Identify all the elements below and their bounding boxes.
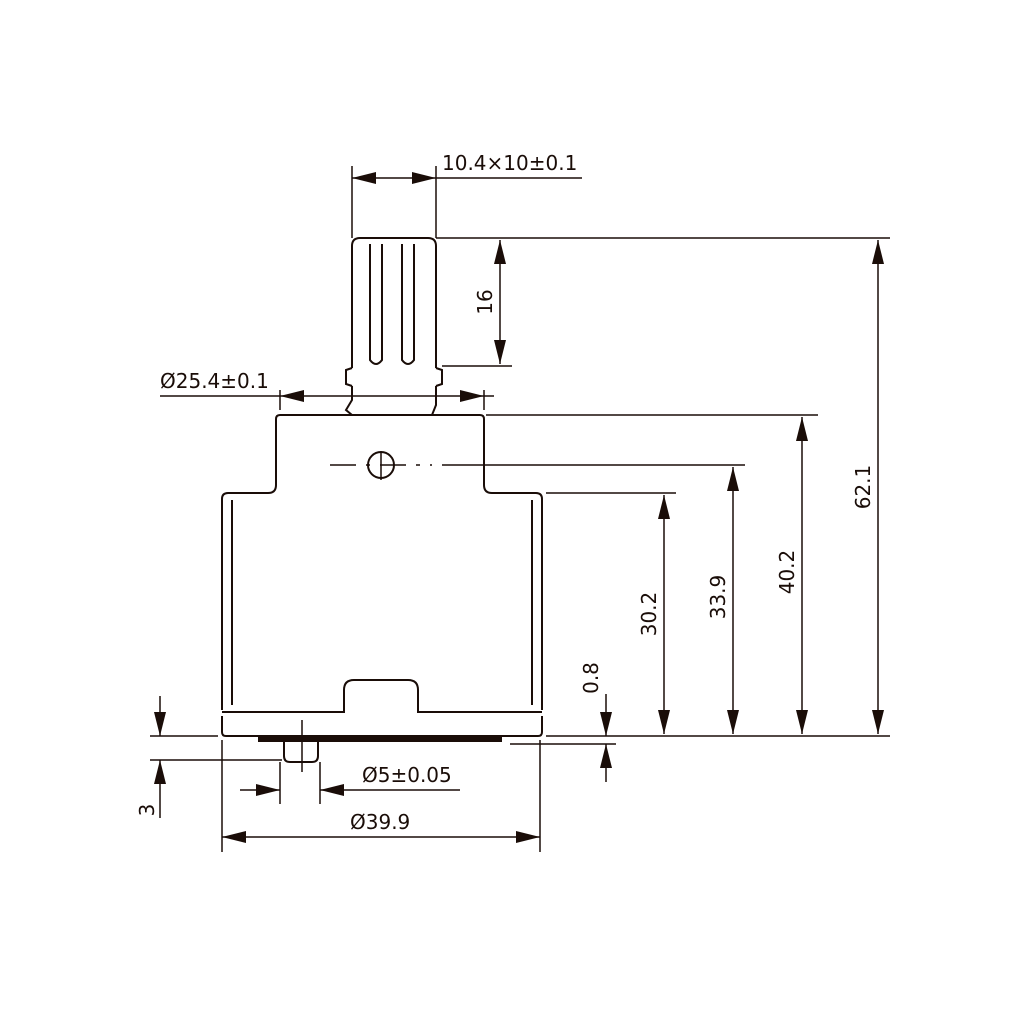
cartridge-outline bbox=[221, 237, 745, 772]
total-height-label: 62.1 bbox=[851, 465, 875, 510]
extension-lines bbox=[150, 166, 890, 852]
dimension-pin-diameter: Ø5±0.05 bbox=[240, 763, 460, 796]
pin-length-label: 3 bbox=[135, 804, 159, 817]
dimension-neck-diameter: Ø25.4±0.1 bbox=[160, 369, 494, 402]
dimension-spline-length: 16 bbox=[473, 240, 506, 364]
cartridge-body bbox=[221, 500, 543, 737]
body-diameter-label: Ø39.9 bbox=[350, 810, 410, 834]
dimension-height-to-pin-axis: 33.9 bbox=[706, 467, 739, 734]
dimension-height-to-shoulder: 40.2 bbox=[775, 417, 808, 734]
seal-offset-label: 0.8 bbox=[579, 662, 603, 694]
dimension-body-height: 30.2 bbox=[637, 495, 670, 734]
stem-profile-label: 10.4×10±0.1 bbox=[442, 151, 577, 175]
height-to-pin-axis-label: 33.9 bbox=[706, 575, 730, 620]
spline-length-label: 16 bbox=[473, 289, 497, 314]
dimension-seal-offset: 0.8 bbox=[579, 662, 612, 782]
base-seal bbox=[258, 736, 502, 742]
dimension-pin-length: 3 bbox=[135, 696, 166, 818]
neck bbox=[221, 414, 543, 710]
locating-pin bbox=[283, 720, 319, 772]
body-height-label: 30.2 bbox=[637, 592, 661, 637]
dimension-body-diameter: Ø39.9 bbox=[222, 810, 540, 843]
dimension-stem-profile: 10.4×10±0.1 bbox=[352, 151, 582, 184]
neck-diameter-label: Ø25.4±0.1 bbox=[160, 369, 269, 393]
height-to-shoulder-label: 40.2 bbox=[775, 550, 799, 595]
splined-stem bbox=[344, 237, 443, 416]
dimension-total-height: 62.1 bbox=[851, 240, 884, 734]
pin-diameter-label: Ø5±0.05 bbox=[362, 763, 452, 787]
